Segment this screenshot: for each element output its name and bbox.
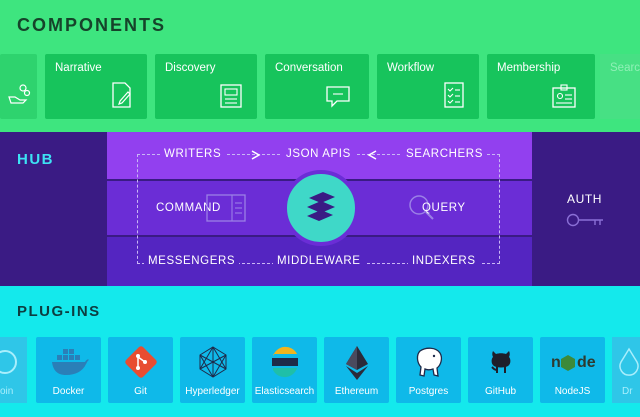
plugin-label: Postgres <box>408 386 449 397</box>
id-badge-icon <box>552 84 576 108</box>
docker-whale-icon <box>51 349 89 375</box>
component-label: Workflow <box>387 62 435 74</box>
component-card-workflow[interactable]: Workflow <box>377 54 479 119</box>
hand-coins-icon <box>8 84 31 104</box>
components-layer: COMPONENTS Narrative Discovery Conversat… <box>0 0 640 132</box>
document-edit-icon <box>112 82 131 108</box>
plugins-title: PLUG-INS <box>17 303 101 320</box>
component-label: Narrative <box>55 62 102 74</box>
hub-title: HUB <box>17 151 54 168</box>
plugin-label: GitHub <box>484 386 517 397</box>
node-logo-icon: n de <box>551 354 596 371</box>
git-branch-icon <box>124 346 157 378</box>
plugin-label: Ethereum <box>334 386 379 397</box>
coin-icon <box>0 350 17 374</box>
plugin-label: Hyperledger <box>185 386 240 397</box>
hub-layer: HUB WRITERS JSON APIS SEARCHERS COMMAND … <box>0 132 640 286</box>
svg-text:de: de <box>577 354 596 371</box>
cardstack-logo-icon <box>307 192 335 221</box>
cardstack-logo[interactable] <box>283 170 359 246</box>
hub-label-query: QUERY <box>422 202 466 214</box>
plugin-card-nodejs[interactable]: n de NodeJS <box>540 337 605 403</box>
component-card-membership[interactable]: Membership <box>487 54 595 119</box>
droplet-icon <box>619 347 639 376</box>
component-card-partial-right[interactable]: Search <box>600 54 640 119</box>
plugin-card-partial-left[interactable]: oin <box>0 337 27 403</box>
plugin-card-docker[interactable]: Docker <box>36 337 101 403</box>
hyperledger-mesh-icon <box>199 346 226 378</box>
chat-bubble-icon <box>326 86 350 108</box>
hub-label-messengers: MESSENGERS <box>144 255 240 267</box>
component-label: Search <box>610 62 640 74</box>
arrow-right-icon <box>251 150 261 160</box>
components-title: COMPONENTS <box>17 15 167 35</box>
component-card-conversation[interactable]: Conversation <box>265 54 369 119</box>
plugin-label: Docker <box>52 386 85 397</box>
plugin-label: Elasticsearch <box>254 386 315 397</box>
plugin-card-elasticsearch[interactable]: Elasticsearch <box>252 337 317 403</box>
arrow-left-icon <box>367 150 377 160</box>
hub-label-middleware: MIDDLEWARE <box>273 255 365 267</box>
plugin-card-partial-right[interactable]: Dr <box>612 337 640 403</box>
article-icon <box>220 84 242 108</box>
hub-label-searchers: SEARCHERS <box>402 148 487 160</box>
key-icon <box>566 213 603 227</box>
hub-label-indexers: INDEXERS <box>408 255 480 267</box>
hub-label-auth: AUTH <box>567 192 603 206</box>
ethereum-diamond-icon <box>345 346 368 380</box>
github-octocat-icon <box>490 351 510 373</box>
component-card-partial-left[interactable] <box>0 54 37 119</box>
plugin-label: oin <box>0 386 14 397</box>
hub-label-json-apis: JSON APIS <box>282 148 355 160</box>
component-label: Discovery <box>165 62 216 74</box>
elasticsearch-icon <box>271 346 298 378</box>
search-icon <box>409 195 434 220</box>
component-card-discovery[interactable]: Discovery <box>155 54 257 119</box>
component-card-narrative[interactable]: Narrative <box>45 54 147 119</box>
plugin-label: Dr <box>622 386 633 397</box>
plugin-card-github[interactable]: GitHub <box>468 337 533 403</box>
component-label: Membership <box>497 62 561 74</box>
hub-label-writers: WRITERS <box>160 148 226 160</box>
command-console-icon <box>206 194 246 222</box>
postgres-elephant-icon <box>416 347 442 377</box>
checklist-icon <box>444 82 464 108</box>
component-label: Conversation <box>275 62 343 74</box>
plugin-card-ethereum[interactable]: Ethereum <box>324 337 389 403</box>
plugin-label: Git <box>134 386 147 397</box>
plugin-card-postgres[interactable]: Postgres <box>396 337 461 403</box>
plugin-label: NodeJS <box>554 386 591 397</box>
plugin-card-hyperledger[interactable]: Hyperledger <box>180 337 245 403</box>
svg-text:n: n <box>551 354 561 371</box>
plugins-layer: PLUG-INS oin Docker Git <box>0 286 640 417</box>
plugin-card-git[interactable]: Git <box>108 337 173 403</box>
